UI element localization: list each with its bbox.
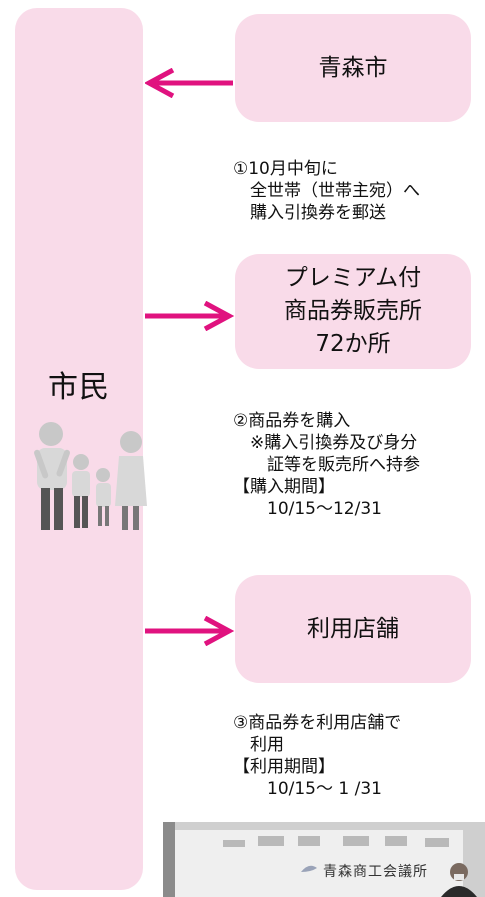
step3-line3: 【利用期間】 bbox=[233, 757, 335, 777]
sales-outlet-line3: 72か所 bbox=[315, 331, 391, 357]
step2-line5: 10/15～12/31 bbox=[233, 499, 382, 519]
aomori-city-label: 青森市 bbox=[318, 54, 388, 81]
aomori-city-box: 青森市 bbox=[235, 14, 471, 122]
step1-line2: 全世帯（世帯主宛）へ bbox=[233, 181, 420, 201]
sales-outlet-box: プレミアム付 商品券販売所 72か所 bbox=[235, 254, 471, 369]
arrow-right-icon bbox=[145, 301, 235, 331]
step2-line2: ※購入引換券及び身分 bbox=[233, 433, 418, 453]
step2-line4: 【購入期間】 bbox=[233, 477, 335, 497]
citizen-column: 市民 bbox=[15, 8, 147, 890]
step1-line3: 購入引換券を郵送 bbox=[233, 203, 386, 223]
family-illustration bbox=[34, 422, 147, 530]
step3-line2: 利用 bbox=[233, 735, 284, 755]
arrow-right-icon bbox=[145, 616, 235, 646]
step1-line1: ①10月中旬に bbox=[233, 159, 338, 179]
sales-outlet-line1: プレミアム付 bbox=[284, 265, 422, 291]
step3-line4: 10/15～ 1 /31 bbox=[233, 779, 382, 799]
arrow-left-icon bbox=[145, 68, 233, 98]
participating-store-box: 利用店舗 bbox=[235, 575, 471, 683]
press-photo: 青森商工会議所 bbox=[163, 822, 485, 897]
step2-line1: ②商品券を購入 bbox=[233, 411, 351, 431]
step3-line1: ③商品券を利用店舗で bbox=[233, 713, 402, 733]
press-banner-text: 青森商工会議所 bbox=[323, 864, 428, 880]
participating-store-label: 利用店舗 bbox=[307, 615, 399, 642]
press-backdrop-image bbox=[163, 822, 485, 897]
step2-line3: 証等を販売所へ持参 bbox=[233, 455, 420, 475]
citizen-label: 市民 bbox=[48, 370, 110, 405]
step3-note: ③商品券を利用店舗で 利用 【利用期間】 10/15～ 1 /31 bbox=[233, 712, 401, 800]
step2-note: ②商品券を購入 ※購入引換券及び身分 証等を販売所へ持参 【購入期間】 10/1… bbox=[233, 410, 420, 520]
sales-outlet-line2: 商品券販売所 bbox=[284, 298, 422, 324]
step1-note: ①10月中旬に 全世帯（世帯主宛）へ 購入引換券を郵送 bbox=[233, 158, 420, 224]
